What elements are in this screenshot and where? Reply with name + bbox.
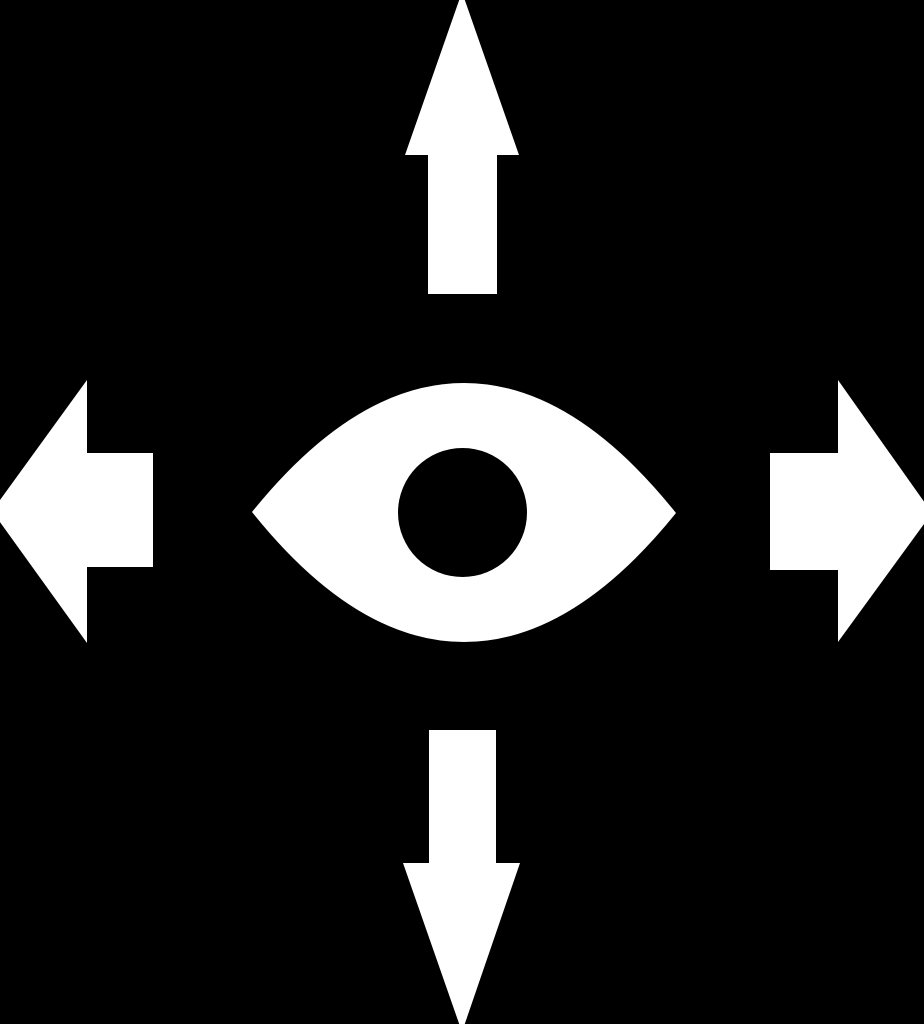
arrow-up-icon[interactable] [405, 0, 519, 294]
arrow-down-icon[interactable] [403, 730, 520, 1024]
eye-pupil-icon [398, 448, 527, 577]
arrow-left-icon[interactable] [0, 380, 153, 643]
arrow-right-icon[interactable] [770, 380, 924, 642]
